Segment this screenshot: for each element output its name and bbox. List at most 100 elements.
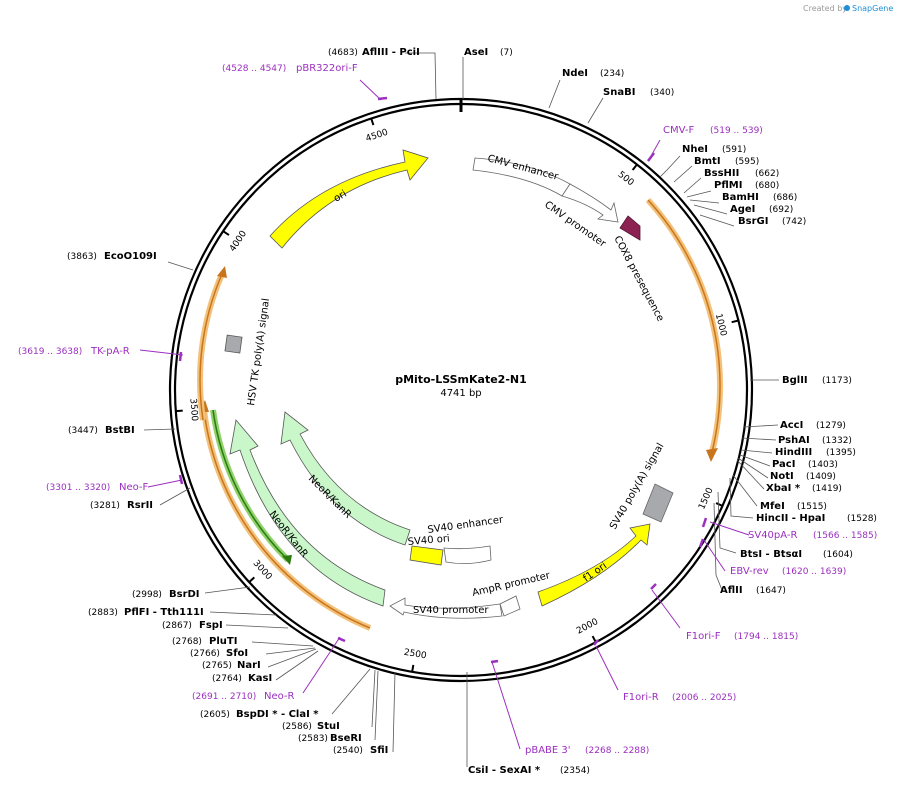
label-f1-ori: f1 ori bbox=[581, 560, 609, 584]
orf-lssmkate2-arrowhead bbox=[706, 448, 718, 462]
site-pos: (686) bbox=[773, 193, 797, 203]
primer-name: F1ori-R bbox=[623, 692, 659, 703]
site-name: NarI bbox=[237, 660, 261, 671]
tick-mark bbox=[175, 409, 183, 413]
tick-mark bbox=[248, 576, 255, 583]
site-pos: (4683) bbox=[328, 48, 358, 58]
site-pos: (742) bbox=[782, 217, 806, 227]
primer-range: (2268 .. 2288) bbox=[585, 746, 649, 756]
site-name: KasI bbox=[248, 673, 272, 684]
snapgene-logo-icon bbox=[844, 5, 850, 11]
site-name: BsrDI bbox=[169, 589, 200, 600]
site-name: PacI bbox=[772, 459, 795, 470]
feature-neor-kanr-outer bbox=[229, 419, 386, 607]
site-pos: (340) bbox=[650, 88, 674, 98]
tick-mark bbox=[731, 319, 739, 324]
primer-range: (3619 .. 3638) bbox=[18, 347, 82, 357]
site-pos: (595) bbox=[735, 157, 759, 167]
site-pos: (2605) bbox=[200, 710, 230, 720]
primer-range: (519 .. 539) bbox=[710, 126, 763, 136]
primer-name: Neo-R bbox=[264, 691, 295, 702]
site-pos: (2766) bbox=[190, 649, 220, 659]
primer-range: (1566 .. 1585) bbox=[813, 531, 877, 541]
orf-green-arrowhead bbox=[282, 555, 292, 565]
primer-name: EBV-rev bbox=[730, 566, 769, 577]
primer-name: CMV-F bbox=[663, 125, 694, 136]
label-cox8-presequence: COX8 presequence bbox=[611, 234, 665, 323]
tick-label: 4500 bbox=[365, 128, 390, 145]
primer-range: (1794 .. 1815) bbox=[734, 632, 798, 642]
site-pos: (680) bbox=[755, 181, 779, 191]
site-name: BamHI bbox=[722, 192, 759, 203]
restriction-sites: (4683) AflIII - PciI AseI (7) NdeI (234)… bbox=[67, 47, 877, 776]
site-name: BglII bbox=[782, 375, 808, 386]
site-pos: (1395) bbox=[826, 448, 856, 458]
site-pos: (7) bbox=[500, 48, 513, 58]
feature-f1-ori bbox=[537, 523, 651, 607]
feature-sv40-polya bbox=[642, 483, 674, 523]
site-pos: (3447) bbox=[68, 426, 98, 436]
site-name: BtsI - BtsαI bbox=[740, 549, 802, 560]
site-pos: (2768) bbox=[172, 637, 202, 647]
primer-name: SV40pA-R bbox=[748, 530, 797, 541]
site-pos: (692) bbox=[769, 205, 793, 215]
primer-range: (2691 .. 2710) bbox=[192, 692, 256, 702]
site-pos: (1332) bbox=[822, 436, 852, 446]
orf-tk-arrowhead bbox=[217, 266, 227, 278]
tick-label: 2500 bbox=[403, 648, 428, 662]
site-name: NotI bbox=[770, 471, 794, 482]
tick-label: 3500 bbox=[187, 398, 199, 422]
tick-label: 1500 bbox=[697, 486, 716, 511]
site-pos: (2867) bbox=[162, 621, 192, 631]
label-sv40-ori: SV40 ori bbox=[407, 533, 450, 548]
site-pos: (591) bbox=[722, 145, 746, 155]
credit-brand: SnapGene bbox=[852, 4, 893, 13]
label-sv40-promoter: SV40 promoter bbox=[413, 605, 489, 616]
credit-prefix: Created by bbox=[803, 4, 847, 13]
feature-ampr-promoter bbox=[499, 595, 521, 617]
site-name: NheI bbox=[682, 144, 708, 155]
site-name: StuI bbox=[317, 721, 340, 732]
site-pos: (2354) bbox=[560, 766, 590, 776]
site-pos: (2540) bbox=[333, 746, 363, 756]
site-pos: (1528) bbox=[847, 514, 877, 524]
site-pos: (2586) bbox=[282, 722, 312, 732]
site-name: BspDI * - ClaI * bbox=[236, 709, 319, 720]
primer-name: pBABE 3' bbox=[525, 745, 571, 756]
tick-label: 500 bbox=[616, 170, 636, 189]
primer-name: F1ori-F bbox=[686, 631, 721, 642]
site-name: NdeI bbox=[562, 68, 588, 79]
site-name: RsrII bbox=[127, 500, 153, 511]
site-name: FspI bbox=[199, 620, 223, 631]
site-name: HindIII bbox=[775, 447, 812, 458]
site-pos: (1279) bbox=[816, 421, 846, 431]
primer-name: TK-pA-R bbox=[90, 346, 130, 357]
feature-cmv-promoter bbox=[561, 183, 619, 223]
site-pos: (2583) bbox=[298, 734, 328, 744]
site-name: XbaI * bbox=[766, 483, 801, 494]
site-pos: (234) bbox=[600, 69, 624, 79]
orf-neo-outer bbox=[203, 409, 371, 629]
primer-name: Neo-F bbox=[119, 482, 149, 493]
tick-label: 2000 bbox=[575, 617, 600, 637]
tick-mark bbox=[411, 664, 415, 672]
site-name: SfiI bbox=[370, 745, 388, 756]
plasmid-name: pMito-LSSmKate2-N1 bbox=[395, 373, 527, 386]
site-name: CsiI - SexAI * bbox=[468, 765, 541, 776]
site-name: SfoI bbox=[226, 648, 248, 659]
site-name: EcoO109I bbox=[104, 251, 157, 262]
site-name: PflMI bbox=[714, 180, 742, 191]
site-leaders bbox=[143, 52, 779, 767]
site-name: PflFI - Tth111I bbox=[124, 607, 204, 618]
site-name: MfeI bbox=[760, 501, 785, 512]
primer-range: (2006 .. 2025) bbox=[672, 693, 736, 703]
label-hsv-tk-polya: HSV TK poly(A) signal bbox=[246, 298, 272, 407]
feature-sv40-promoter bbox=[389, 597, 503, 619]
feature-hsv-tk-polya bbox=[224, 334, 243, 354]
site-pos: (1515) bbox=[797, 502, 827, 512]
site-name: BssHII bbox=[704, 168, 739, 179]
label-neor-kanr-outer: NeoR/KanR bbox=[267, 509, 310, 560]
site-name: AccI bbox=[780, 420, 803, 431]
